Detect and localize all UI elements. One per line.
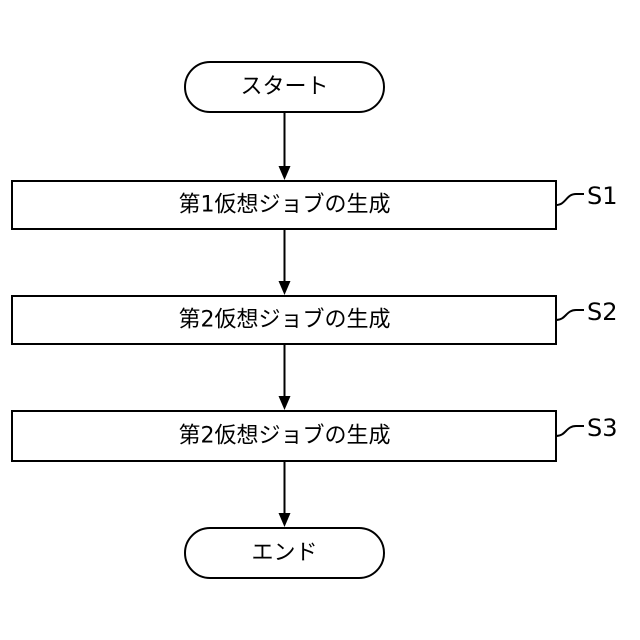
step-s1-callout: S1 <box>556 182 618 210</box>
start-label: スタート <box>240 75 328 100</box>
connector-s1-to-s2 <box>279 229 291 295</box>
step-s1-id: S1 <box>587 182 618 210</box>
process-step-s2: 第2仮想ジョブの生成 <box>12 296 556 344</box>
process-step-s2-label: 第2仮想ジョブの生成 <box>179 308 391 333</box>
step-s3-callout: S3 <box>556 414 618 442</box>
connector-start-to-s1 <box>279 112 291 180</box>
process-step-s1-label: 第1仮想ジョブの生成 <box>179 193 391 218</box>
step-s2-id: S2 <box>587 298 618 326</box>
process-step-s1: 第1仮想ジョブの生成 <box>12 181 556 229</box>
end-terminal: エンド <box>185 528 384 578</box>
step-s2-callout: S2 <box>556 298 618 326</box>
process-step-s3-label: 第2仮想ジョブの生成 <box>179 424 391 449</box>
connector-s2-to-s3 <box>279 344 291 410</box>
process-step-s3: 第2仮想ジョブの生成 <box>12 411 556 461</box>
step-s3-id: S3 <box>587 414 618 442</box>
start-terminal: スタート <box>185 62 384 112</box>
connector-s3-to-end <box>279 461 291 527</box>
end-label: エンド <box>251 541 317 566</box>
